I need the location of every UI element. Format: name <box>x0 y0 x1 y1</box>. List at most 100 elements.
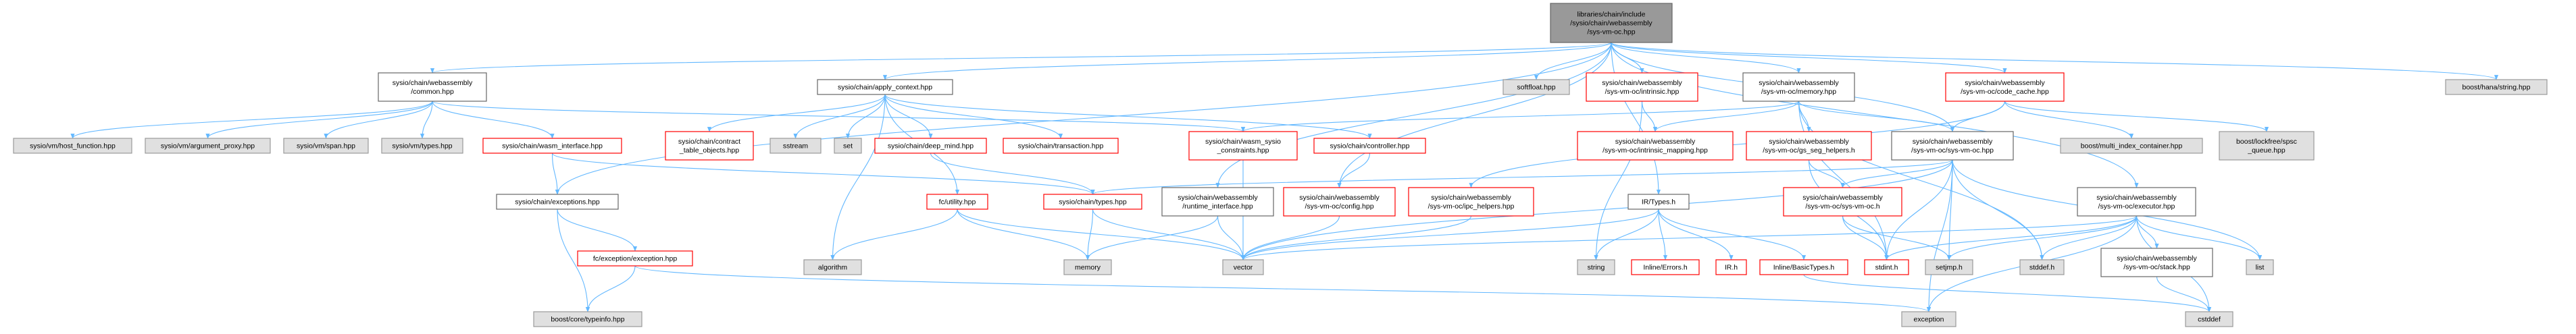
node-exceptions[interactable]: sysio/chain/exceptions.hpp <box>496 194 619 210</box>
node-label: fc/exception/exception.hpp <box>593 255 677 263</box>
node-stddef[interactable]: stddef.h <box>2019 259 2065 275</box>
node-transaction[interactable]: sysio/chain/transaction.hpp <box>1003 138 1119 154</box>
node-sys_vm_oc_h[interactable]: sysio/chain/webassembly/sys-vm-oc/sys-vm… <box>1783 187 1902 217</box>
node-intrinsic_mapping[interactable]: sysio/chain/webassembly/sys-vm-oc/intrin… <box>1577 131 1734 161</box>
node-code_cache[interactable]: sysio/chain/webassembly/sys-vm-oc/code_c… <box>1945 72 2065 102</box>
node-chain_types[interactable]: sysio/chain/types.hpp <box>1043 194 1142 210</box>
node-memory[interactable]: memory <box>1063 259 1112 275</box>
node-host_function[interactable]: sysio/vm/host_function.hpp <box>13 138 132 154</box>
node-label: /sys-vm-oc/intrinsic_mapping.hpp <box>1602 146 1708 155</box>
node-multi_index[interactable]: boost/multi_index_container.hpp <box>2060 138 2203 154</box>
edge-sys_vm_oc_hpp-to-exception <box>1926 159 1953 312</box>
node-deep_mind[interactable]: sysio/chain/deep_mind.hpp <box>874 138 987 154</box>
node-common[interactable]: sysio/chain/webassembly/common.hpp <box>378 72 487 102</box>
edge-wasm_interface-to-exceptions <box>551 152 560 195</box>
edge-ipc_helpers-to-vector <box>1240 215 1472 260</box>
edge-memory_hpp-to-stddef <box>1798 101 2044 260</box>
node-box <box>1188 131 1298 161</box>
edge-root-to-config_hpp <box>1337 42 1612 188</box>
edge-runtime_interface-to-vector <box>1217 215 1246 260</box>
node-label: IR.h <box>1725 264 1738 272</box>
edge-fc_exception-to-typeinfo <box>585 265 636 312</box>
node-label: Inline/BasicTypes.h <box>1773 264 1835 272</box>
node-cstddef[interactable]: cstddef <box>2185 311 2233 327</box>
edge-memory_hpp-to-sys_vm_oc_hpp <box>1798 101 1955 132</box>
edge-root-to-executor <box>1611 42 2139 188</box>
node-vm_types[interactable]: sysio/vm/types.hpp <box>381 138 463 154</box>
node-ir_h[interactable]: IR.h <box>1715 259 1747 275</box>
node-softfloat[interactable]: softfloat.hpp <box>1502 79 1570 95</box>
edge-fc_utility-to-algorithm <box>830 208 958 260</box>
node-span[interactable]: sysio/vm/span.hpp <box>283 138 369 154</box>
node-stdint[interactable]: stdint.h <box>1864 259 1909 275</box>
node-typeinfo[interactable]: boost/core/typeinfo.hpp <box>533 311 642 327</box>
node-algorithm[interactable]: algorithm <box>803 259 862 275</box>
node-string[interactable]: string <box>1577 259 1615 275</box>
edge-sys_vm_oc_hpp-to-sys_vm_oc_h <box>1840 159 1953 188</box>
node-executor[interactable]: sysio/chain/webassembly/sys-vm-oc/execut… <box>2077 187 2196 217</box>
node-label: setjmp.h <box>1936 264 1963 272</box>
node-label: sysio/chain/deep_mind.hpp <box>888 142 974 150</box>
edge-executor-to-stdint <box>1884 215 2138 260</box>
node-fc_utility[interactable]: fc/utility.hpp <box>926 194 988 210</box>
node-label: /sysio/chain/webassembly <box>1570 20 1652 28</box>
node-ipc_helpers[interactable]: sysio/chain/webassembly/sys-vm-oc/ipc_he… <box>1408 187 1534 217</box>
node-label: /sys-vm-oc/executor.hpp <box>2098 202 2175 211</box>
edge-executor-to-vector <box>1241 215 2138 260</box>
node-root[interactable]: libraries/chain/include/sysio/chain/weba… <box>1550 3 1673 43</box>
node-stack_hpp[interactable]: sysio/chain/webassembly/sys-vm-oc/stack.… <box>2100 248 2213 277</box>
node-inline_errors[interactable]: Inline/Errors.h <box>1631 259 1700 275</box>
node-label: sysio/vm/types.hpp <box>392 142 452 150</box>
node-ir_types[interactable]: IR/Types.h <box>1627 194 1690 210</box>
edge-root-to-runtime_interface <box>1215 42 1612 188</box>
node-label: sysio/chain/webassembly <box>1802 194 1883 202</box>
node-lockfree[interactable]: boost/lockfree/spsc_queue.hpp <box>2219 131 2315 161</box>
edge-root-to-memory_hpp <box>1611 42 1801 74</box>
node-label: /sys-vm-oc/ipc_helpers.hpp <box>1428 202 1515 211</box>
node-wasm_sysio_constraints[interactable]: sysio/chain/wasm_sysio_constraints.hpp <box>1188 131 1298 161</box>
node-label: /sys-vm-oc/code_cache.hpp <box>1961 88 2049 96</box>
node-inline_basictypes[interactable]: Inline/BasicTypes.h <box>1759 259 1848 275</box>
node-wasm_interface[interactable]: sysio/chain/wasm_interface.hpp <box>482 138 622 154</box>
node-label: /sys-vm-oc/sys-vm-oc.h <box>1805 202 1879 211</box>
node-label: sysio/chain/types.hpp <box>1059 198 1127 206</box>
node-memory_hpp[interactable]: sysio/chain/webassembly/sys-vm-oc/memory… <box>1742 72 1855 102</box>
node-runtime_interface[interactable]: sysio/chain/webassembly/runtime_interfac… <box>1161 187 1274 217</box>
node-hana_string[interactable]: boost/hana/string.hpp <box>2445 79 2548 95</box>
node-list[interactable]: list <box>2246 259 2274 275</box>
node-gs_seg_helpers[interactable]: sysio/chain/webassembly/sys-vm-oc/gs_seg… <box>1746 131 1872 161</box>
node-label: sysio/chain/wasm_sysio <box>1205 138 1281 146</box>
node-box <box>1063 259 1112 275</box>
node-box <box>2445 79 2548 95</box>
node-setjmp[interactable]: setjmp.h <box>1925 259 1973 275</box>
edge-ir_types-to-string <box>1594 208 1659 260</box>
node-set[interactable]: set <box>834 138 862 154</box>
node-box <box>145 138 271 154</box>
node-contract_table[interactable]: sysio/chain/contract_table_objects.hpp <box>665 131 754 161</box>
node-box <box>1891 131 2014 161</box>
node-intrinsic[interactable]: sysio/chain/webassembly/sys-vm-oc/intrin… <box>1586 72 1698 102</box>
node-sstream[interactable]: sstream <box>769 138 822 154</box>
node-exception[interactable]: exception <box>1901 311 1956 327</box>
edges-layer <box>70 42 2498 312</box>
node-controller[interactable]: sysio/chain/controller.hpp <box>1313 138 1426 154</box>
edge-code_cache-to-lockfree <box>2004 101 2269 132</box>
node-sys_vm_oc_hpp[interactable]: sysio/chain/webassembly/sys-vm-oc/sys-vm… <box>1891 131 2014 161</box>
node-label: sysio/chain/webassembly <box>1769 138 1849 146</box>
node-box <box>577 250 693 267</box>
node-label: sysio/chain/webassembly <box>2096 194 2177 202</box>
node-box <box>378 72 487 102</box>
node-box <box>2219 131 2315 161</box>
node-argument_proxy[interactable]: sysio/vm/argument_proxy.hpp <box>145 138 271 154</box>
edge-apply_context-to-set <box>845 94 886 139</box>
node-apply_context[interactable]: sysio/chain/apply_context.hpp <box>817 79 953 95</box>
node-box <box>1627 194 1690 210</box>
node-label: sysio/chain/contract <box>678 138 740 146</box>
node-fc_exception[interactable]: fc/exception/exception.hpp <box>577 250 693 267</box>
node-box <box>2060 138 2203 154</box>
node-config_hpp[interactable]: sysio/chain/webassembly/sys-vm-oc/config… <box>1283 187 1396 217</box>
edge-runtime_interface-to-memory <box>1085 215 1219 260</box>
node-vector[interactable]: vector <box>1222 259 1264 275</box>
node-label: sysio/chain/webassembly <box>1913 138 1993 146</box>
node-box <box>1746 131 1872 161</box>
